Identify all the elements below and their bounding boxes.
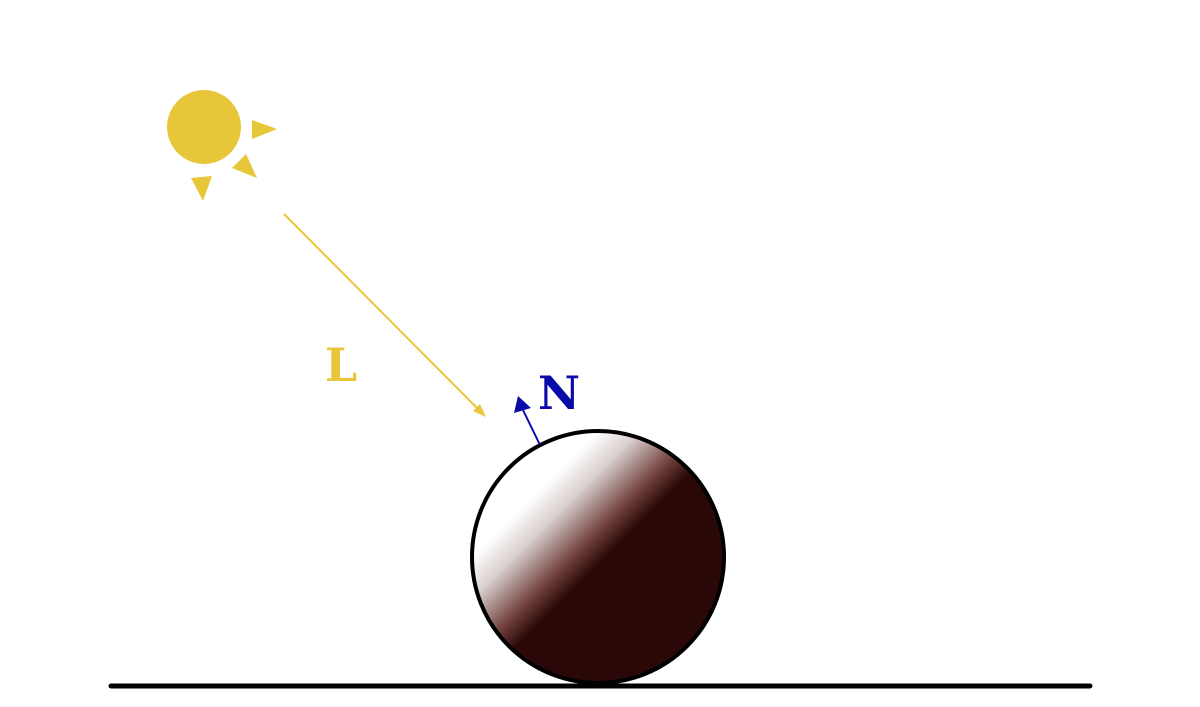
normal-vector: N xyxy=(514,366,580,446)
normal-vector-label: N xyxy=(538,366,580,420)
light-vector: L xyxy=(283,213,486,417)
normal-vector-line xyxy=(522,409,541,446)
light-vector-label: L xyxy=(325,338,357,392)
sun-ray-bottom xyxy=(191,176,212,201)
normal-vector-arrowhead xyxy=(514,396,531,413)
sun-ray-right xyxy=(252,120,277,139)
light-vector-line xyxy=(283,213,480,411)
light-vector-arrowhead xyxy=(473,404,486,417)
sun-ray-diagonal xyxy=(232,154,257,178)
sun-icon xyxy=(167,90,277,201)
sun-disc xyxy=(167,90,241,164)
shaded-sphere xyxy=(470,429,726,685)
